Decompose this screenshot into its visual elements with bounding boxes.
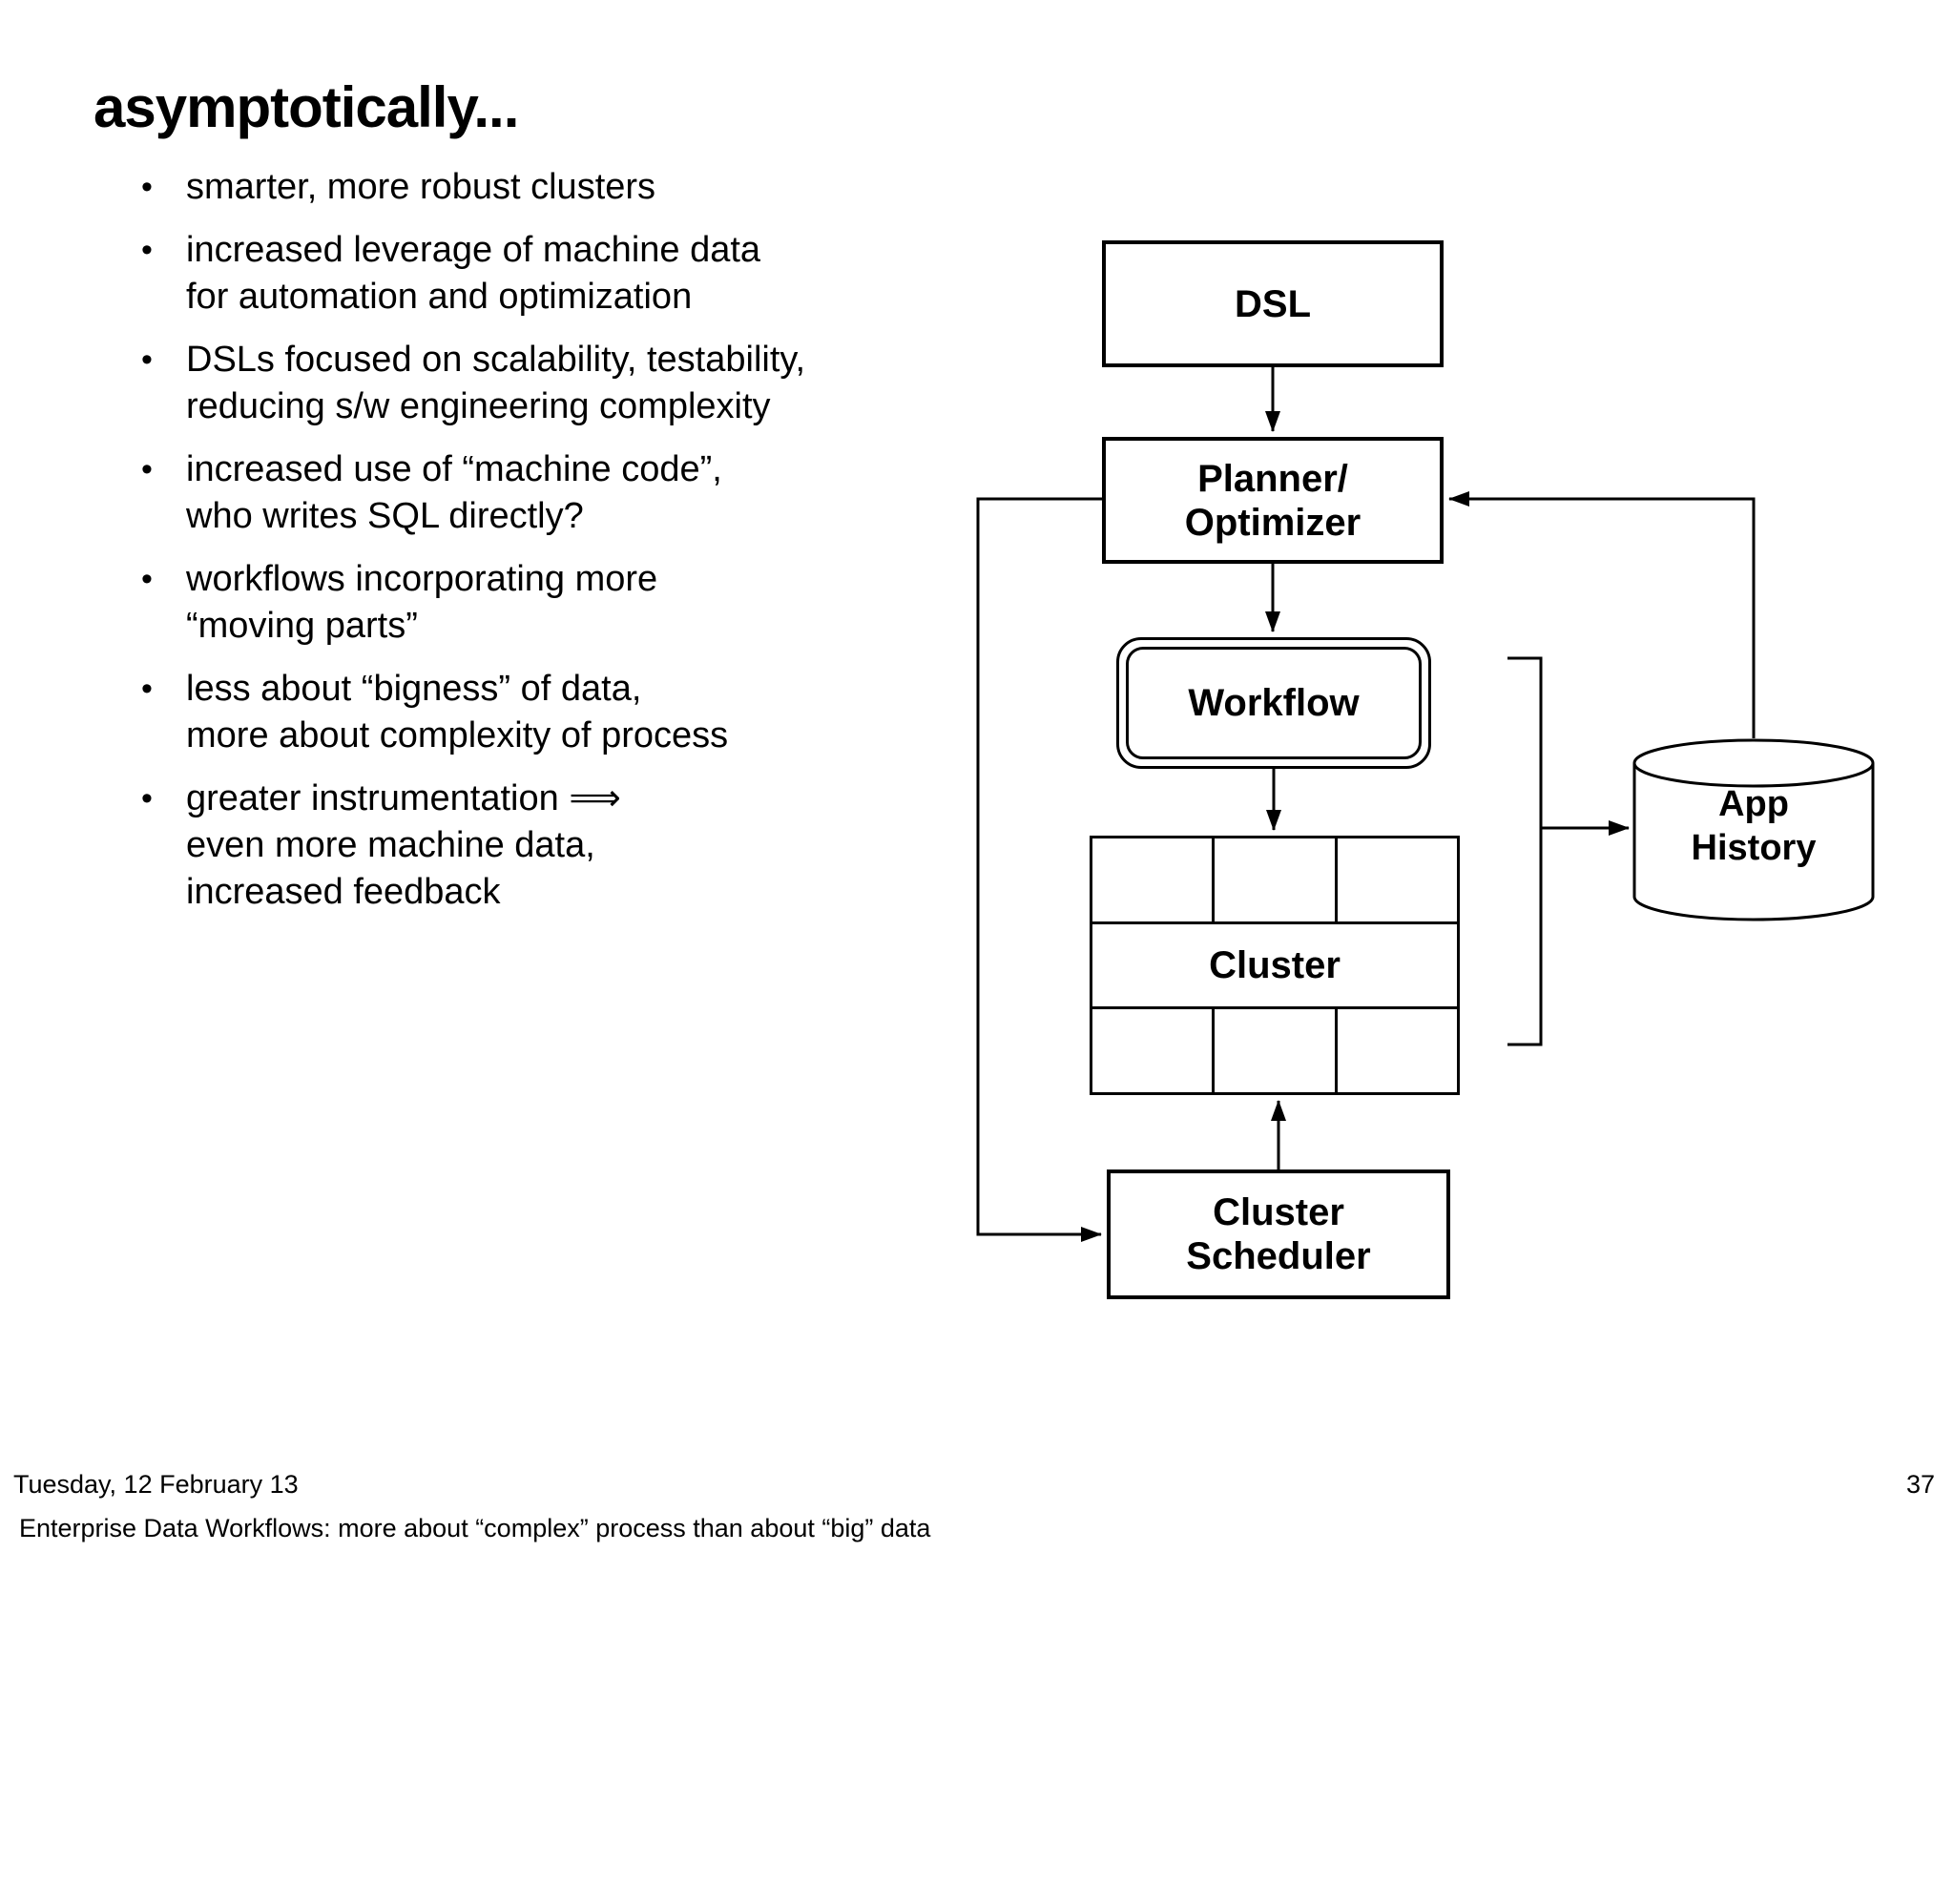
bullet-icon: • <box>141 561 153 597</box>
bullet-line: increased use of “machine code”, <box>186 449 722 489</box>
arrow-planner-to-scheduler <box>976 497 1102 1242</box>
cluster-grid-row <box>1092 838 1457 921</box>
cluster-grid-cell <box>1334 838 1457 921</box>
cluster-grid-cell <box>1092 1009 1212 1092</box>
list-item: • DSLs focused on scalability, testabili… <box>141 337 962 430</box>
node-dsl: DSL <box>1102 240 1444 367</box>
bullet-line: smarter, more robust clusters <box>186 167 656 207</box>
bullet-line: workflows incorporating more <box>186 559 658 599</box>
list-item: • smarter, more robust clusters <box>141 164 962 211</box>
bullet-line: who writes SQL directly? <box>186 496 584 536</box>
cluster-grid-row <box>1092 1009 1457 1093</box>
cluster-grid-cell <box>1334 1009 1457 1093</box>
node-workflow: Workflow <box>1116 637 1431 769</box>
workflow-inner-border: Workflow <box>1126 647 1422 759</box>
bullet-line: increased leverage of machine data <box>186 230 761 270</box>
node-planner-label-line1: Planner/ <box>1197 457 1348 500</box>
bullet-line: less about “bigness” of data, <box>186 669 642 709</box>
bullet-line: even more machine data, <box>186 825 595 865</box>
node-cluster-label: Cluster <box>1209 943 1341 986</box>
bullet-icon: • <box>141 169 153 205</box>
node-planner-label-line2: Optimizer <box>1184 501 1362 544</box>
bullet-icon: • <box>141 451 153 487</box>
bullet-list: • smarter, more robust clusters • increa… <box>141 164 962 932</box>
node-planner-optimizer: Planner/ Optimizer <box>1102 437 1444 564</box>
bullet-line: more about complexity of process <box>186 715 729 755</box>
app-history-label-line2: History <box>1691 828 1817 868</box>
node-cluster-scheduler: Cluster Scheduler <box>1107 1169 1450 1299</box>
bracket-workflow-cluster <box>1507 656 1543 1046</box>
list-item: • workflows incorporating more “moving p… <box>141 556 962 650</box>
list-item: • increased use of “machine code”, who w… <box>141 446 962 540</box>
bullet-icon: • <box>141 232 153 268</box>
bullet-icon: • <box>141 671 153 707</box>
app-history-label-line1: App <box>1718 784 1789 824</box>
cluster-grid-label-row: Cluster <box>1092 921 1457 1010</box>
list-item: • greater instrumentation ⟹ even more ma… <box>141 776 962 916</box>
node-workflow-label: Workflow <box>1188 682 1360 724</box>
cluster-grid-cell <box>1092 838 1212 921</box>
cluster-grid-cell <box>1212 838 1334 921</box>
app-history-cylinder <box>1632 738 1875 921</box>
page-title: asymptotically... <box>94 75 519 139</box>
arrow-apphistory-to-planner <box>1448 491 1756 738</box>
list-item: • less about “bigness” of data, more abo… <box>141 666 962 759</box>
bullet-line: greater instrumentation ⟹ <box>186 778 621 818</box>
node-cluster: Cluster <box>1090 836 1460 1095</box>
cluster-grid-cell <box>1212 1009 1334 1093</box>
node-dsl-label: DSL <box>1235 282 1311 325</box>
footer-page-number: 37 <box>1905 1470 1935 1499</box>
node-scheduler-label-line1: Cluster <box>1213 1191 1344 1233</box>
bullet-line: increased feedback <box>186 872 501 912</box>
bullet-icon: • <box>141 341 153 378</box>
bullet-line: DSLs focused on scalability, testability… <box>186 340 806 380</box>
node-scheduler-label-line2: Scheduler <box>1186 1235 1371 1277</box>
node-app-history-label: App History <box>1634 782 1873 870</box>
bullet-line: for automation and optimization <box>186 277 693 317</box>
footer-date: Tuesday, 12 February 13 <box>13 1470 299 1499</box>
bullet-icon: • <box>141 780 153 817</box>
list-item: • increased leverage of machine data for… <box>141 227 962 321</box>
footer-subtitle: Enterprise Data Workflows: more about “c… <box>19 1514 931 1542</box>
flow-diagram-connectors <box>976 367 1875 1242</box>
bullet-line: “moving parts” <box>186 606 418 646</box>
bullet-line: reducing s/w engineering complexity <box>186 386 771 426</box>
